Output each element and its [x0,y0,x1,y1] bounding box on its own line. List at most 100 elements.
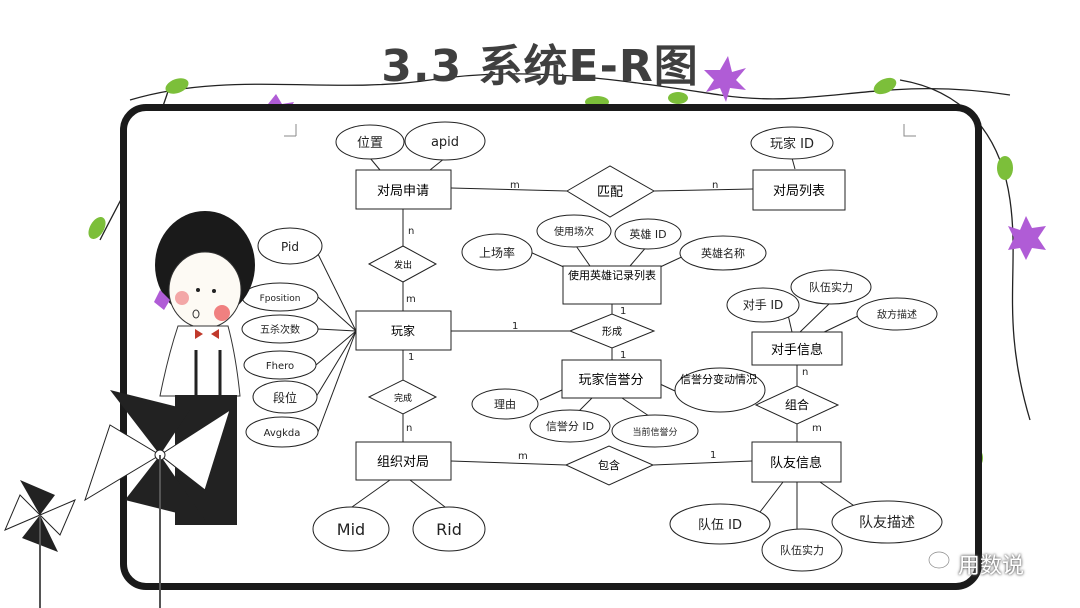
attr-label: 英雄名称 [701,246,745,260]
entity-shiyong-yingxiong: 使用英雄记录列表 [562,265,662,305]
attr-label: 队伍 ID [698,518,742,533]
attr-fhero [243,350,317,380]
attr-biandong-label: 信誉分变动情况 [680,373,757,386]
attr-duiwu-shili-1 [790,269,872,305]
cardinality: 1 [620,350,626,361]
attr-label: 上场率 [479,245,515,260]
cardinality: n [408,226,414,237]
cardinality: 1 [620,306,626,317]
relationship-zuhe: 组合 [754,385,840,425]
attr-label: 使用场次 [554,225,594,238]
attr-yingxiong-mc [679,235,767,271]
attr-apid [404,121,486,161]
attr-label: 对手 ID [743,298,784,312]
attr-liyou [471,388,539,420]
svg-text:对局申请: 对局申请 [377,184,429,199]
attr-label: 队伍实力 [809,280,853,294]
flower-icon [154,290,170,310]
entity-wanjia: 玩家 [355,310,452,351]
leaf-icon [165,78,189,94]
svg-text:对手信息: 对手信息 [771,342,823,358]
attr-duishou-id [726,287,800,323]
svg-text:组织对局: 组织对局 [377,455,429,470]
girl-shirt [159,325,241,397]
entity-duiju-liebiao: 对局列表 [752,169,846,211]
attr-label: 理由 [494,397,516,411]
attr-label: 位置 [357,136,383,151]
relationship-baohan: 包含 [564,445,655,486]
watermark: 用数说 [958,554,1025,579]
slide-title: 3.3 系统E-R图 [381,41,699,92]
attr-label: Pid [281,240,299,254]
attr-duiwu-shili-2 [761,528,843,572]
cardinality-labels: m n n m 1 1 1 1 n m 1 n m [406,180,822,462]
cardinality: m [406,294,416,305]
relationship-xingcheng: 形成 [568,313,656,349]
attr-shiyong-changci [536,214,612,248]
top-vine [129,73,1011,101]
relationship-fachu: 发出 [367,245,438,283]
svg-text:对局列表: 对局列表 [773,184,825,199]
corner-marks [284,124,916,137]
attr-label: 段位 [273,390,297,405]
entity-zuzhi-duiju: 组织对局 [355,441,452,481]
cardinality: 1 [512,321,518,332]
attribute-labels: 位置 apid 玩家 ID Pid Fposition 五杀次数 Fhero 段… [260,135,917,557]
attr-label: 队友描述 [859,515,915,531]
attr-xinyu-id [529,409,611,443]
attr-duiyou-miaoshu [831,500,943,544]
entity-duiju-shenqing: 对局申请 [355,169,452,210]
attr-avgkda [245,416,319,448]
svg-text:发出: 发出 [394,259,412,271]
wechat-icon [928,551,950,569]
svg-text:匹配: 匹配 [597,185,623,200]
attr-wusha [241,314,319,344]
flower-icon [1008,216,1046,260]
relationship-wancheng: 完成 [367,379,438,415]
cardinality: m [518,451,528,462]
attr-pid [257,227,323,265]
cardinality: 1 [710,450,716,461]
attr-label: 当前信誉分 [632,426,677,438]
attr-label: Avgkda [264,428,301,439]
cardinality: m [812,423,822,434]
pinwheel-icon [4,480,76,608]
svg-text:队友信息: 队友信息 [770,455,822,471]
attr-label: Fposition [260,294,301,304]
attr-label: 五杀次数 [260,323,300,336]
attr-wanjia-id [750,126,834,160]
attr-biandong [674,367,766,413]
entity-duiyou-xinxi: 队友信息 [751,441,842,483]
cardinality: n [802,367,808,378]
girl-face [168,251,242,329]
attr-label: Fhero [266,361,294,372]
blush-icon [175,291,189,305]
blush-icon [214,305,230,321]
attr-weizhi [335,124,405,160]
attr-label: 敌方描述 [877,308,917,321]
girl-illustration [4,211,255,608]
leaf-icon [668,92,688,104]
leaf-icon [997,156,1013,180]
cardinality: 1 [408,352,414,363]
connector-lines [315,157,861,530]
attr-shangchang [461,233,533,271]
flower-icon [704,56,746,102]
svg-text:形成: 形成 [602,326,622,338]
leaf-icon [873,77,897,95]
attr-label: 玩家 ID [770,136,814,152]
attr-duiwu-id [669,503,771,545]
cardinality: n [712,180,718,191]
attr-label: apid [431,135,459,150]
svg-text:玩家: 玩家 [391,323,415,338]
attr-rid [412,506,486,552]
cardinality: n [406,423,412,434]
svg-text:完成: 完成 [394,392,412,404]
attr-difang [856,297,938,331]
attr-label: 英雄 ID [629,227,666,241]
svg-text:组合: 组合 [785,397,809,412]
attribute-ellipses [241,121,943,572]
right-vine [899,79,1031,421]
